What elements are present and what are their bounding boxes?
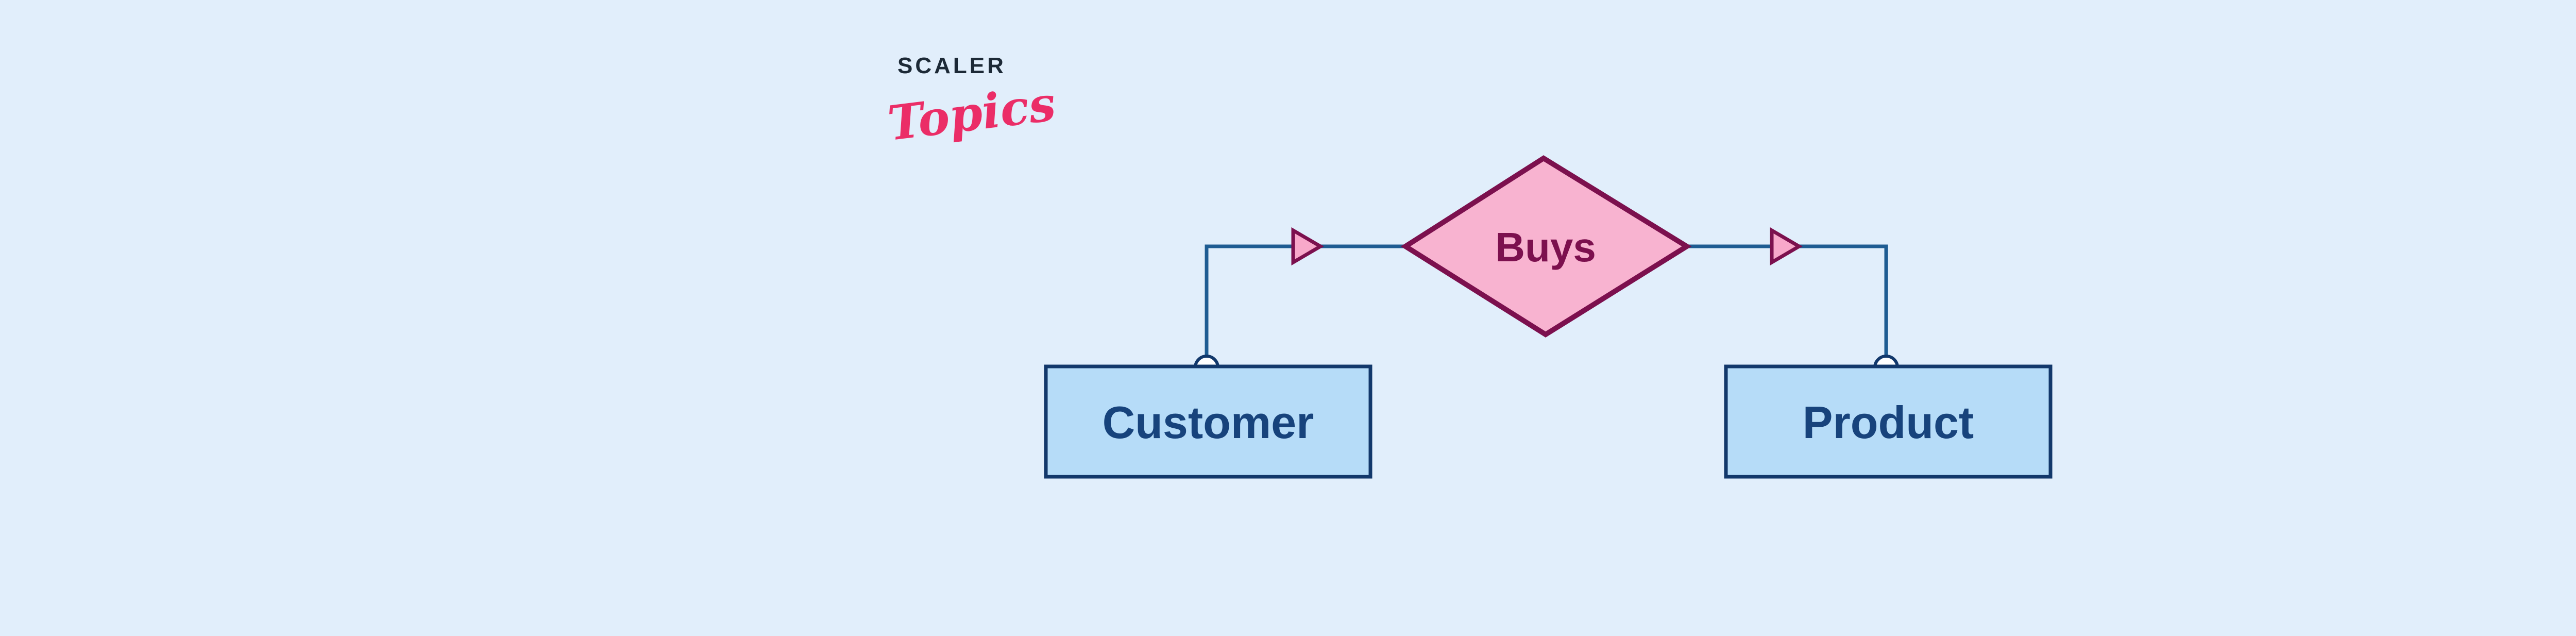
entity-product: Product <box>1724 364 2053 479</box>
entity-product-label: Product <box>1803 397 1974 448</box>
entity-customer-label: Customer <box>1103 397 1314 448</box>
arrowhead-icon <box>1291 227 1324 266</box>
entity-customer: Customer <box>1044 364 1372 479</box>
connector-line-product <box>1687 244 1888 367</box>
relationship-diamond <box>1400 155 1692 338</box>
entity-product-box <box>1724 364 2053 479</box>
relationship-buys: Buys <box>1400 155 1692 338</box>
relationship-label: Buys <box>1495 224 1596 270</box>
logo-brand-text: SCALER <box>897 53 1006 78</box>
arrowhead-icon <box>1770 227 1803 266</box>
connector-line-customer <box>1205 244 1405 367</box>
entity-customer-box <box>1044 364 1372 479</box>
